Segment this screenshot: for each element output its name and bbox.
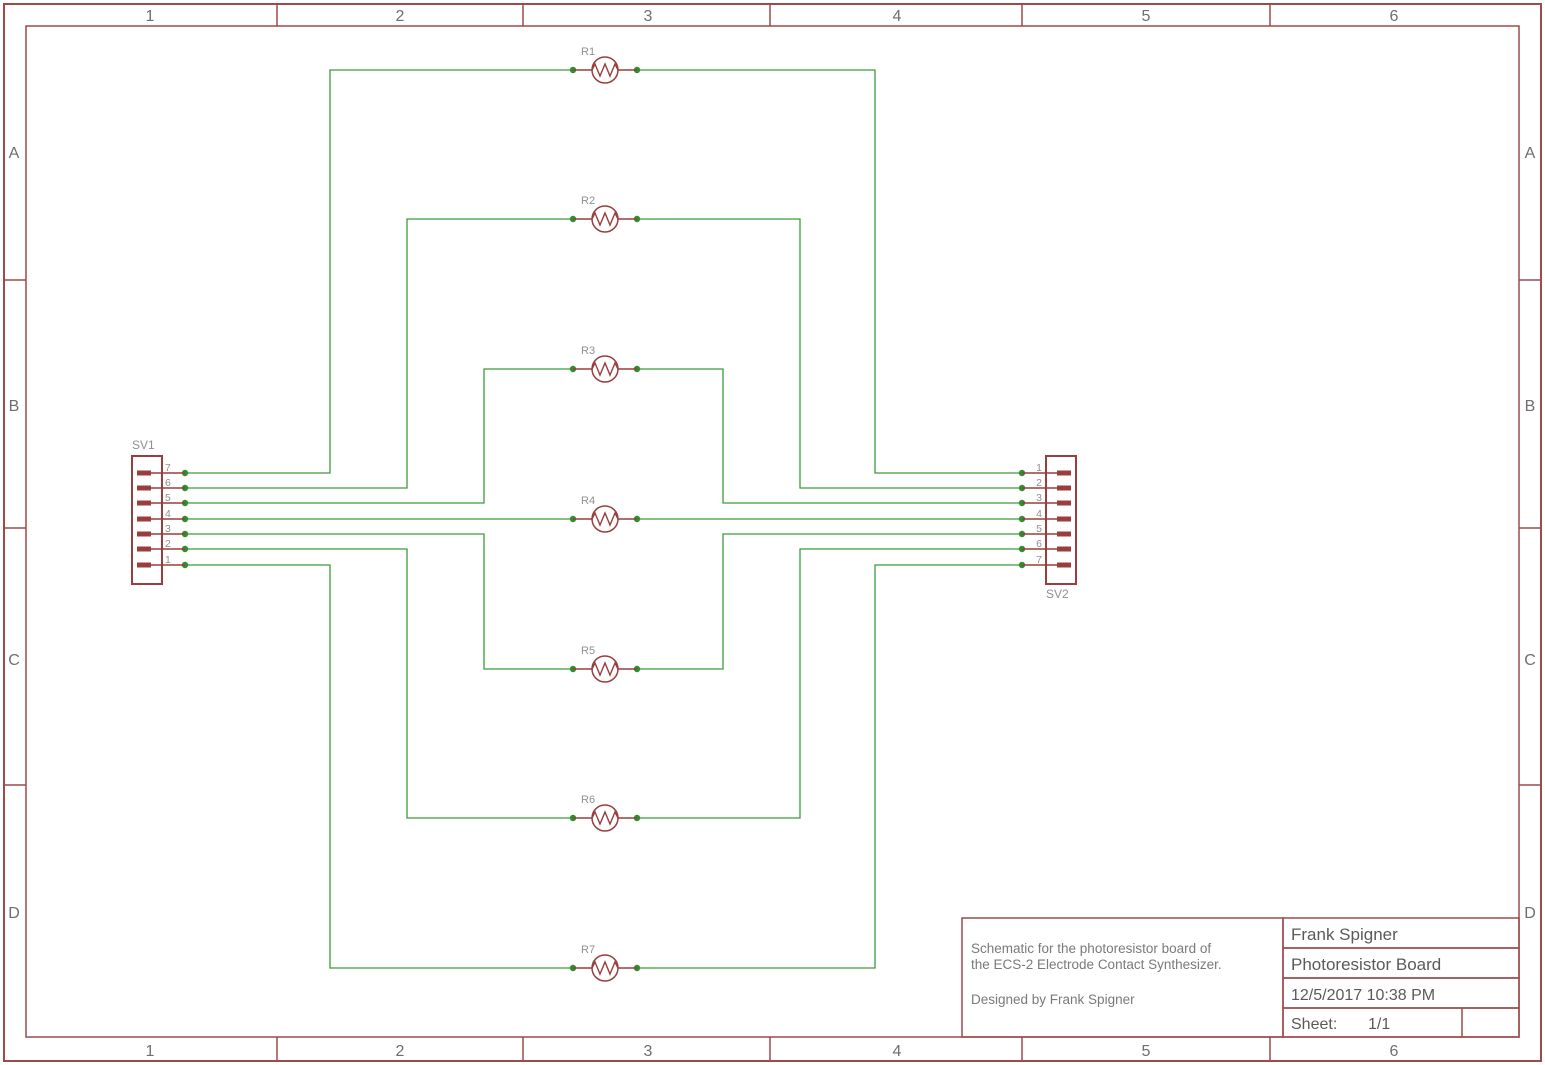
- wire-R2-left: [185, 218, 573, 489]
- resistor-body-R2: [591, 205, 619, 233]
- frame-column-label: 4: [893, 1043, 902, 1060]
- resistor-body-R6: [591, 804, 619, 832]
- titleblock-description-box: [961, 917, 1284, 1038]
- titleblock-board-name: Photoresistor Board: [1291, 955, 1441, 974]
- connector-pin-number: 1: [1036, 462, 1042, 474]
- frame-column-label: 5: [1142, 1043, 1151, 1060]
- frame-outer-border: [3, 3, 1542, 1062]
- resistor-label: R4: [581, 495, 595, 507]
- frame-column-label: 3: [644, 8, 653, 25]
- wire-R3-right: [637, 368, 1022, 504]
- resistor-zigzag: [591, 960, 619, 976]
- frame-column-label: 6: [1390, 8, 1399, 25]
- frame-column-label: 2: [396, 8, 405, 25]
- frame-row-label: C: [8, 652, 20, 669]
- resistor-label: R3: [581, 345, 595, 357]
- frame-row-label: B: [1525, 398, 1536, 415]
- wire-R5-right: [637, 533, 1022, 670]
- frame-column-label: 2: [396, 1043, 405, 1060]
- frame-column-label: 1: [146, 8, 155, 25]
- titleblock-author: Frank Spigner: [1291, 925, 1398, 944]
- connector-pin-number: 3: [165, 523, 171, 535]
- titleblock-description-line1: Schematic for the photoresistor board of: [971, 941, 1211, 956]
- resistor-zigzag: [591, 661, 619, 677]
- frame-inner-border: [25, 25, 1520, 1038]
- resistor-label: R5: [581, 645, 595, 657]
- wire-R7-left: [185, 564, 573, 969]
- resistor-body-R3: [591, 355, 619, 383]
- resistor-label: R1: [581, 46, 595, 58]
- frame-row-label: D: [8, 905, 20, 922]
- resistor-label: R6: [581, 794, 595, 806]
- connector-label: SV2: [1046, 587, 1069, 601]
- connector-pin-number: 4: [165, 508, 171, 520]
- frame-column-label: 3: [644, 1043, 653, 1060]
- resistor-body-R5: [591, 655, 619, 683]
- frame-row-label: B: [9, 398, 20, 415]
- connector-pin-number: 6: [1036, 538, 1042, 550]
- titleblock-date: 12/5/2017 10:38 PM: [1291, 987, 1435, 1004]
- connector-pin-number: 2: [165, 538, 171, 550]
- connector-body-SV1: [131, 455, 163, 585]
- wire-R2-right: [637, 218, 1022, 489]
- connector-body-SV2: [1045, 455, 1077, 585]
- connector-pin-number: 6: [165, 477, 171, 489]
- resistor-zigzag: [591, 361, 619, 377]
- frame-column-label: 6: [1390, 1043, 1399, 1060]
- wire-R6-left: [185, 548, 573, 819]
- titleblock-sheet-value: 1/1: [1368, 1016, 1390, 1033]
- resistor-body-R1: [591, 56, 619, 84]
- resistor-zigzag: [591, 62, 619, 78]
- wire-R7-right: [637, 564, 1022, 969]
- resistor-zigzag: [591, 211, 619, 227]
- connector-pin-number: 3: [1036, 492, 1042, 504]
- connector-pin-number: 1: [165, 554, 171, 566]
- resistor-label: R2: [581, 195, 595, 207]
- frame-column-label: 1: [146, 1043, 155, 1060]
- wire-R6-right: [637, 548, 1022, 819]
- connector-pin-number: 4: [1036, 508, 1042, 520]
- frame-column-label: 4: [893, 8, 902, 25]
- resistor-label: R7: [581, 944, 595, 956]
- titleblock-sheet-row: [1282, 1007, 1520, 1038]
- titleblock-description-line2: the ECS-2 Electrode Contact Synthesizer.: [971, 957, 1222, 972]
- frame-row-label: C: [1524, 652, 1536, 669]
- connector-pin-number: 5: [1036, 523, 1042, 535]
- connector-pin-number: 5: [165, 492, 171, 504]
- connector-pin-number: 2: [1036, 477, 1042, 489]
- frame-row-label: A: [9, 145, 20, 162]
- wire-R5-left: [185, 533, 573, 670]
- wire-R3-left: [185, 368, 573, 504]
- wire-R1-left: [185, 69, 573, 474]
- frame-row-label: D: [1524, 905, 1536, 922]
- titleblock-sheet-label: Sheet:: [1291, 1016, 1337, 1033]
- frame-row-label: A: [1525, 145, 1536, 162]
- wire-R1-right: [637, 69, 1022, 474]
- titleblock-designed-by: Designed by Frank Spigner: [971, 992, 1135, 1007]
- connector-pin-number: 7: [165, 462, 171, 474]
- frame-column-label: 5: [1142, 8, 1151, 25]
- resistor-body-R7: [591, 954, 619, 982]
- resistor-body-R4: [591, 505, 619, 533]
- connector-pin-number: 7: [1036, 554, 1042, 566]
- resistor-zigzag: [591, 511, 619, 527]
- resistor-zigzag: [591, 810, 619, 826]
- connector-label: SV1: [132, 438, 155, 452]
